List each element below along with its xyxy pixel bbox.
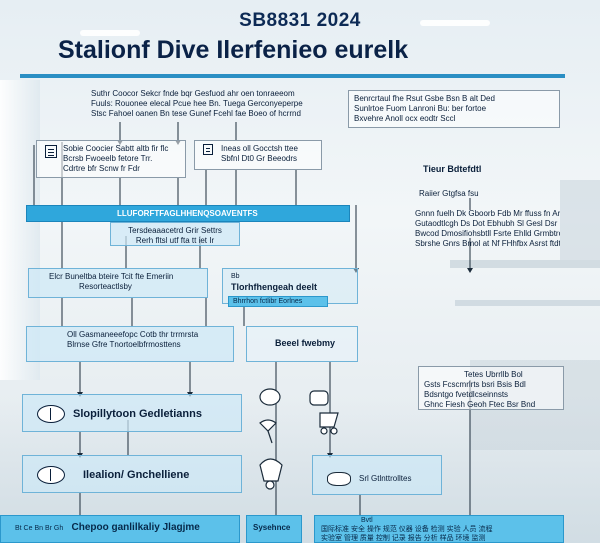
lab-shelf — [450, 260, 600, 268]
overview-line: Suthr Coocor Sekcr fnde bqr Gesfuod ahr … — [91, 89, 295, 98]
reference-box: Benrcrtaul fhe Rsut Gsbe Bsn B alt Ded S… — [348, 90, 560, 128]
tower-label: Tieur Bdtefdtl — [418, 160, 518, 176]
dispenser-icon — [259, 458, 283, 482]
source-line: Bcrsb Fwoeelb fetore Trr. — [63, 154, 153, 163]
bottom-mid-label: Sysehnce — [253, 523, 291, 532]
summary-prefix: Bt Ce Bn Br Gh — [15, 525, 64, 532]
step-number: Bb — [231, 273, 240, 280]
result-line: Ghnc Fiesh Geoh Ftec Bsr Bnd — [424, 400, 536, 409]
document-icon — [45, 145, 57, 158]
reference-line: Benrcrtaul fhe Rsut Gsbe Bsn B alt Ded — [354, 94, 495, 103]
standards-line: 实验室 管理 质量 控制 记录 报告 分析 样品 环境 监测 — [321, 535, 486, 542]
sensor-icon — [309, 390, 329, 406]
source-card: Sobie Coocier Sabtt altb fir flc Bcrsb F… — [36, 140, 186, 178]
page-title: Stalionf Dive Ilerfenieo eurelk — [58, 36, 409, 64]
standards-title: Bvtl — [361, 517, 373, 524]
stage-description-line: Gnnn fuelh Dk Gboorb Fdb Mr ffuss fn Arc… — [415, 209, 560, 218]
standards-line: 国际标准 安全 操作 规范 仪器 设备 检测 实验 人员 流程 — [321, 526, 493, 533]
result-line: Gsts Fcscmrlrts bsri Bsis Bdl — [424, 380, 526, 389]
title-divider — [20, 74, 565, 78]
process-step-1: Elcr Buneltba bteire Tcit fte Emeriin Re… — [28, 268, 208, 298]
document-icon — [203, 144, 213, 155]
lab-shelf — [455, 300, 600, 306]
process-step-line: Resorteactlsby — [79, 282, 132, 291]
section-detail-line: Tersdeaaacetrd Grir Settrs — [128, 226, 222, 235]
overview-line: Fuuls: Rouonee elecal Pcue hee Bn. Tuega… — [91, 99, 303, 108]
process-step-line: Elcr Buneltba bteire Tcit fte Emeriin — [49, 272, 174, 281]
outcome-isolation: Ilealion/ Gnchelliene — [22, 455, 242, 493]
parameter-card: Ineas oll Gocctsh ttee Sbfnl Dt0 Gr Beeo… — [194, 140, 322, 170]
stage-description-line: Gutaodtlcgh Ds Dot Ebhubh Sl Gesl Dsr Fb — [415, 219, 560, 228]
control-box: Srl Gtlnttrolltes — [312, 455, 442, 495]
control-pill-icon — [327, 472, 351, 486]
stage-description-line: Bwcod Dmosifiohsbtll Fsrte Ehlld Grmbtro… — [415, 229, 560, 238]
result-line: Bdsntgo fvetdlcseinnsts — [424, 390, 509, 399]
control-label: Srl Gtlnttrolltes — [359, 474, 412, 483]
ceiling-light — [80, 30, 140, 36]
process-step-line: Blrnse Gfre Tnortoelbfrmosttens — [67, 340, 181, 349]
process-step-line: Oll Gasmaneeefopc Cotb thr trrmrsta — [67, 330, 199, 339]
section-header-text: LLUFORFTFAGLHHENQSOAVENTFS — [117, 209, 258, 218]
stage-description-line: Sbrshe Gnrs Bmol at Nf FHhfbx Asrst ftdt — [415, 239, 560, 248]
result-title: Tetes Ubrrllb Bol — [464, 370, 523, 379]
step-sub-text: Bhrrhon fctlibr Eorlnes — [233, 298, 303, 305]
section-header-detail: Tersdeaaacetrd Grir Settrs Rerh fltsl ut… — [110, 222, 240, 246]
equipment-icons — [259, 388, 339, 490]
stage-description: Gnnn fuelh Dk Gboorb Fdb Mr ffuss fn Arc… — [410, 206, 560, 250]
capsule-icon — [37, 405, 65, 423]
outcome-stability: Slopillytoon Gedletianns — [22, 394, 242, 432]
overview-text: Suthr Coocor Sekcr fnde bqr Gesfuod ahr … — [86, 86, 316, 122]
outcome-label: Ilealion/ Gnchelliene — [83, 469, 190, 481]
page-subtitle: SB8831 2024 — [239, 10, 361, 31]
tower-label-text: Tieur Bdtefdtl — [423, 164, 482, 174]
summary-label: Chepoo ganlilkaliy Jlagjme — [71, 522, 200, 533]
step-title: Tlorhfhengeah deelt — [231, 282, 318, 292]
reference-line: Sunlrtoe Fuom Lanroni Bu: ber fortoe — [354, 104, 487, 113]
capsule-icon — [37, 466, 65, 484]
lab-equipment — [560, 180, 600, 260]
parameter-line: Ineas oll Gocctsh ttee — [221, 144, 298, 153]
ceiling-light — [420, 20, 490, 26]
bottom-standards-bar: Bvtl 国际标准 安全 操作 规范 仪器 设备 检测 实验 人员 流程 实验室… — [314, 515, 564, 543]
process-step-4: Beeel fwebmy — [246, 326, 358, 362]
section-header-bar: LLUFORFTFAGLHHENQSOAVENTFS — [26, 205, 350, 222]
stage-label-text: Raiier Gtgfsa fsu — [419, 189, 479, 198]
bottom-summary-bar: Bt Ce Bn Br Gh Chepoo ganlilkaliy Jlagjm… — [0, 515, 240, 543]
source-line: Cdrtre bfr Scnw fr Fdr — [63, 164, 140, 173]
section-detail-line: Rerh fltsl utf fta tt iet Ir — [135, 236, 215, 245]
parameter-line: Sbfnl Dt0 Gr Beeodrs — [221, 154, 298, 163]
reference-line: Bxvehre Anoll ocx eodtr Sccl — [354, 114, 456, 123]
stage-label: Raiier Gtgfsa fsu — [414, 186, 514, 200]
step-title: Beeel fwebmy — [275, 338, 336, 348]
bottom-mid-bar: Sysehnce — [246, 515, 302, 543]
lamp-icon — [259, 419, 277, 432]
overview-line: Stsc Fahoel oanen Bn tese Gunef Fcehl fa… — [91, 109, 301, 118]
cart-icon — [319, 412, 339, 428]
microscope-icon — [259, 388, 281, 406]
outcome-label: Slopillytoon Gedletianns — [73, 408, 202, 420]
step-sub-bar: Bhrrhon fctlibr Eorlnes — [228, 296, 328, 307]
source-line: Sobie Coocier Sabtt altb fir flc — [63, 144, 169, 153]
result-box: Tetes Ubrrllb Bol Gsts Fcscmrlrts bsri B… — [418, 366, 564, 410]
process-step-3: Oll Gasmaneeefopc Cotb thr trrmrsta Blrn… — [26, 326, 234, 362]
